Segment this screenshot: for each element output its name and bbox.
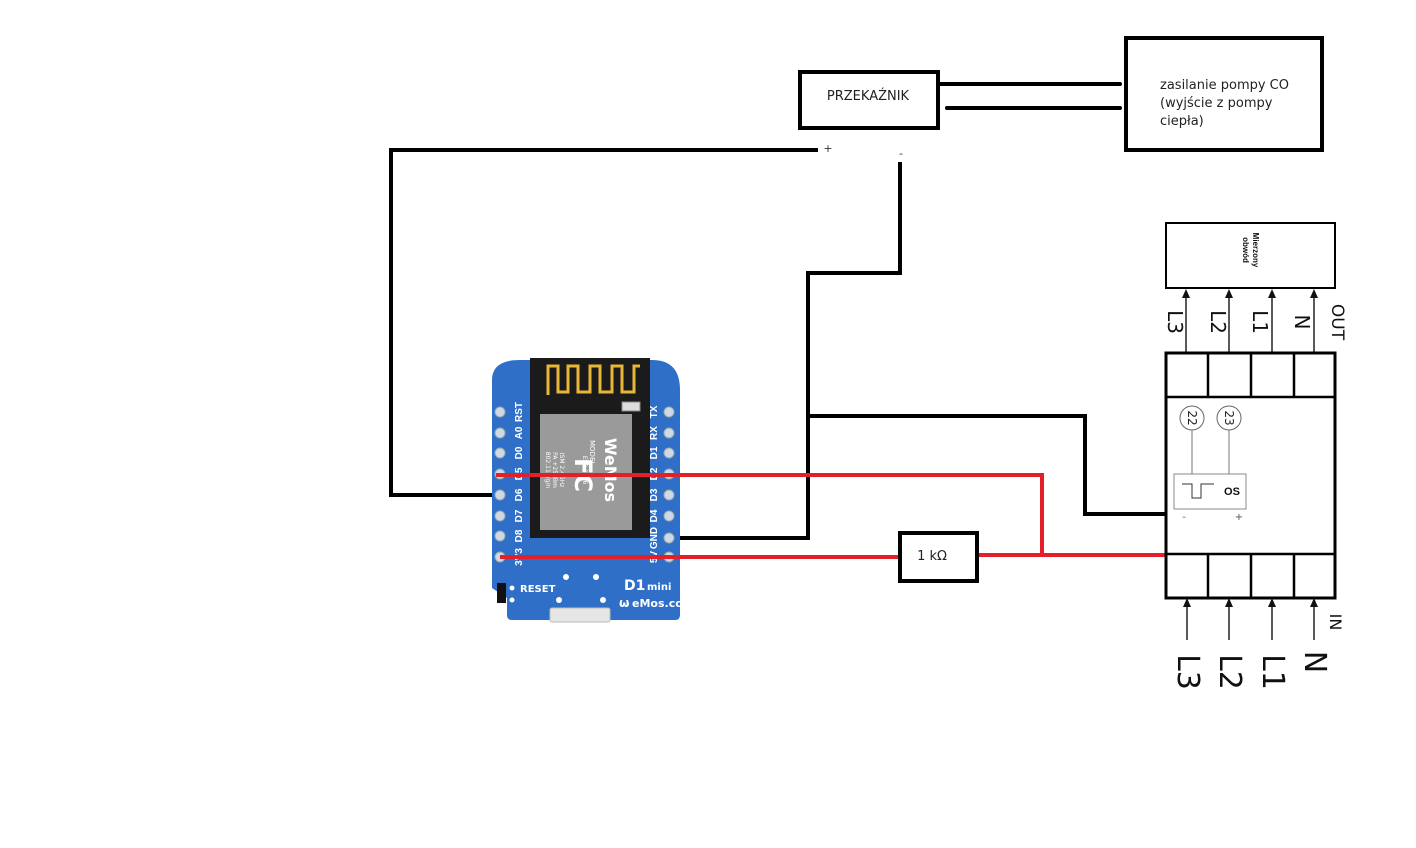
- resistor-box: [898, 531, 979, 583]
- chip-line-3: PA +25dBm: [551, 452, 558, 488]
- resistor: 1 kΩ: [898, 531, 979, 583]
- pin-label-d7: D7: [514, 509, 525, 522]
- out-terminal-l2: L2: [1206, 310, 1230, 334]
- in-arrows: [1183, 598, 1318, 640]
- arrow-up-icon: [1310, 598, 1318, 607]
- chip-line-1: ESP-8266: [581, 456, 588, 485]
- pin-d1: [663, 447, 675, 459]
- pin-d8: [494, 530, 506, 542]
- load-label-1: Mierzony: [1251, 233, 1260, 268]
- pin-label-d4: D4: [649, 509, 660, 522]
- pump-line-2: (wyjście z pompy: [1160, 96, 1273, 111]
- esp-shield-can: [540, 414, 632, 530]
- reset-hole-2: [509, 597, 515, 603]
- out-label: OUT: [1327, 304, 1347, 341]
- relay-plus-label: +: [823, 142, 832, 155]
- in-terminal-l3: L3: [1170, 654, 1205, 690]
- pin-d0: [494, 447, 506, 459]
- pin-label-d0: D0: [514, 446, 525, 459]
- out-terminal-l1: L1: [1248, 310, 1272, 334]
- in-label: IN: [1326, 614, 1345, 631]
- pulse-waveform-icon: [1182, 483, 1214, 499]
- pin-label-d3: D3: [649, 488, 660, 501]
- pin-d6: [494, 489, 506, 501]
- pin-d3: [663, 489, 675, 501]
- pin-a0: [494, 427, 506, 439]
- pin-d7: [494, 510, 506, 522]
- led: [621, 401, 641, 412]
- board-brand: eMos.cc: [632, 597, 682, 610]
- pump-power-box: zasilanie pompy CO (wyjście z pompy ciep…: [1124, 36, 1324, 152]
- arrow-up-icon: [1182, 289, 1190, 298]
- arrow-up-icon: [1183, 598, 1191, 607]
- resistor-label: 1 kΩ: [917, 549, 947, 564]
- pin-label-d1: D1: [649, 446, 660, 459]
- relay-minus-label: -: [899, 147, 903, 160]
- out-terminal-l3: L3: [1163, 310, 1187, 334]
- usb-port: [549, 607, 611, 623]
- wemos-d1-mini-board: FC WeMos MODEL ESP-8266 ISM 2.4GHz PA +2…: [492, 358, 682, 623]
- pin-gnd: [663, 532, 675, 544]
- pin-label-tx: TX: [649, 405, 660, 418]
- reset-button: [497, 583, 506, 603]
- wire-gnd-to-meter-minus: [808, 414, 1172, 516]
- mount-hole-2: [593, 574, 599, 580]
- wire-relay-plus-to-d6: [389, 148, 818, 497]
- pin-label-a0: A0: [514, 426, 525, 439]
- pin-tx: [663, 406, 675, 418]
- out-terminal-n: N: [1290, 315, 1314, 330]
- mount-hole-1: [563, 574, 569, 580]
- relay-label: PRZEKAŹNIK: [827, 88, 910, 104]
- in-terminal-l2: L2: [1212, 654, 1247, 690]
- left-pin-header: RST A0 D0 D5 D6 D7 D8 3V3: [494, 402, 525, 566]
- arrow-up-icon: [1268, 598, 1276, 607]
- arrow-up-icon: [1225, 289, 1233, 298]
- pulse-minus-label: -: [1182, 512, 1186, 523]
- pump-line-3: ciepła): [1160, 114, 1204, 129]
- pin-label-d8: D8: [514, 529, 525, 542]
- chip-brand: WeMos: [601, 438, 620, 502]
- board-name: D1: [624, 578, 645, 594]
- load-box: [1165, 222, 1336, 289]
- terminal-23-label: 23: [1222, 410, 1236, 425]
- energy-meter: Mierzony obwód L3 L2 L1 N OUT 22: [1163, 222, 1347, 690]
- pin-label-rst: RST: [514, 402, 525, 422]
- arrow-up-icon: [1268, 289, 1276, 298]
- pin-d4: [663, 510, 675, 522]
- reset-label: RESET: [520, 584, 556, 595]
- board-name-suffix: mini: [647, 582, 671, 593]
- chip-line-4: 802.11b/g/n: [544, 452, 551, 489]
- chip-model-label: MODEL: [588, 440, 596, 465]
- pulse-plus-label: +: [1235, 512, 1243, 523]
- pump-box: [1124, 36, 1324, 152]
- pump-line-1: zasilanie pompy CO: [1160, 78, 1289, 93]
- load-label-2: obwód: [1241, 237, 1250, 263]
- pin-label-rx: RX: [649, 426, 660, 440]
- pin-rst: [494, 406, 506, 418]
- wire-d5-to-meter-plus: [496, 473, 1044, 555]
- relay: PRZEKAŹNIK + -: [798, 70, 940, 160]
- mount-hole-3: [556, 597, 562, 603]
- arrow-up-icon: [1225, 598, 1233, 607]
- in-terminal-n: N: [1297, 651, 1332, 673]
- pin-label-gnd: GND: [649, 527, 660, 549]
- in-terminal-l1: L1: [1255, 654, 1290, 690]
- terminal-22-label: 22: [1185, 410, 1199, 425]
- wire-relay-minus-to-gnd: [668, 162, 902, 540]
- pin-label-d6: D6: [514, 488, 525, 501]
- reset-hole-1: [509, 585, 515, 591]
- antenna-trace: [546, 364, 640, 395]
- arrow-up-icon: [1310, 289, 1318, 298]
- out-arrows: [1182, 289, 1318, 353]
- wemos-logo-icon: ω: [619, 596, 629, 610]
- relay-box: [798, 70, 940, 130]
- pulse-label: OS: [1224, 486, 1240, 498]
- mount-hole-4: [600, 597, 606, 603]
- pulse-output-box: [1173, 473, 1247, 510]
- pin-rx: [663, 427, 675, 439]
- chip-line-2: ISM 2.4GHz: [558, 453, 565, 488]
